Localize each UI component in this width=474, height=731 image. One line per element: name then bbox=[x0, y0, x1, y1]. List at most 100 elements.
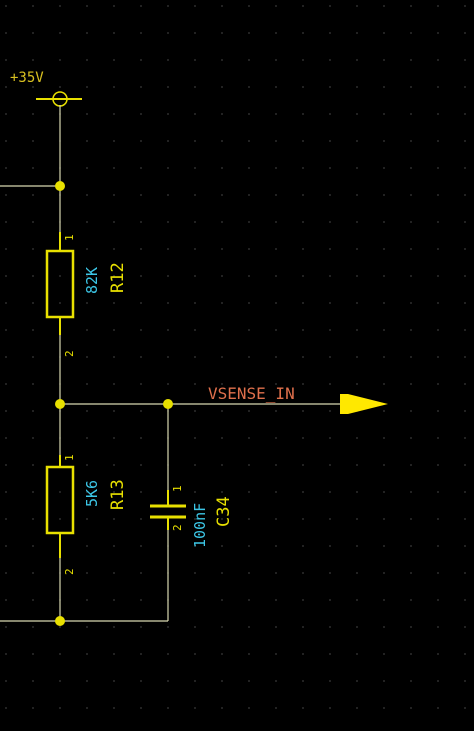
grid-dot bbox=[248, 437, 250, 439]
resistor-r12[interactable]: 1 2 82K R12 bbox=[45, 232, 128, 357]
grid-dot bbox=[248, 194, 250, 196]
grid-dot bbox=[329, 545, 331, 547]
grid-dot bbox=[113, 626, 115, 628]
grid-dot bbox=[329, 113, 331, 115]
grid-dot bbox=[464, 194, 466, 196]
grid-dot bbox=[410, 140, 412, 142]
grid-dot bbox=[194, 248, 196, 250]
grid-dot bbox=[275, 653, 277, 655]
grid-dot bbox=[32, 464, 34, 466]
net-vsense-in[interactable]: VSENSE_IN bbox=[208, 384, 388, 414]
grid-dot bbox=[86, 356, 88, 358]
grid-dot bbox=[113, 518, 115, 520]
grid-dot bbox=[167, 680, 169, 682]
grid-dot bbox=[356, 572, 358, 574]
grid-dot bbox=[59, 5, 61, 7]
grid-dot bbox=[140, 275, 142, 277]
grid-dot bbox=[113, 491, 115, 493]
grid-dot bbox=[167, 653, 169, 655]
grid-dot bbox=[167, 167, 169, 169]
grid-dot bbox=[275, 32, 277, 34]
grid-dot bbox=[32, 491, 34, 493]
grid-dot bbox=[86, 680, 88, 682]
grid-dot bbox=[5, 167, 7, 169]
grid-dot bbox=[302, 167, 304, 169]
grid-dot bbox=[194, 86, 196, 88]
grid-dot bbox=[410, 86, 412, 88]
grid-dot bbox=[32, 680, 34, 682]
grid-dot bbox=[5, 329, 7, 331]
grid-dot bbox=[356, 437, 358, 439]
grid-dot bbox=[5, 437, 7, 439]
grid-dot bbox=[140, 491, 142, 493]
resistor-r13[interactable]: 1 2 5K6 R13 bbox=[45, 454, 128, 575]
grid-dot bbox=[5, 302, 7, 304]
grid-dot bbox=[86, 113, 88, 115]
grid-dot bbox=[383, 680, 385, 682]
capacitor-c34[interactable]: 1 2 100nF C34 bbox=[150, 485, 234, 548]
grid-dot bbox=[275, 491, 277, 493]
grid-dot bbox=[437, 302, 439, 304]
grid-dot bbox=[32, 32, 34, 34]
grid-dot bbox=[86, 221, 88, 223]
grid-dot bbox=[32, 383, 34, 385]
grid-dot bbox=[275, 464, 277, 466]
grid-dot bbox=[32, 248, 34, 250]
grid-dot bbox=[167, 5, 169, 7]
grid-dot bbox=[410, 356, 412, 358]
grid-dot bbox=[86, 383, 88, 385]
grid-dot bbox=[464, 464, 466, 466]
grid-dot bbox=[464, 518, 466, 520]
grid-dot bbox=[221, 329, 223, 331]
r12-pin1: 1 bbox=[63, 234, 76, 241]
grid-dot bbox=[410, 491, 412, 493]
grid-dot bbox=[113, 356, 115, 358]
grid-dot bbox=[356, 86, 358, 88]
grid-dot bbox=[140, 545, 142, 547]
grid-dot bbox=[194, 32, 196, 34]
grid-dot bbox=[86, 275, 88, 277]
grid-dot bbox=[410, 545, 412, 547]
r12-pin2: 2 bbox=[63, 350, 76, 357]
grid-dot bbox=[194, 572, 196, 574]
grid-dot bbox=[113, 5, 115, 7]
junction-dot bbox=[55, 616, 65, 626]
grid-dot bbox=[464, 113, 466, 115]
grid-dot bbox=[5, 248, 7, 250]
grid-dot bbox=[383, 113, 385, 115]
grid-dot bbox=[221, 410, 223, 412]
grid-dot bbox=[437, 221, 439, 223]
grid-dot bbox=[167, 113, 169, 115]
grid-dot bbox=[32, 86, 34, 88]
grid-dot bbox=[464, 329, 466, 331]
grid-dot bbox=[248, 545, 250, 547]
grid-dot bbox=[356, 707, 358, 709]
grid-dot bbox=[167, 140, 169, 142]
grid-dot bbox=[275, 545, 277, 547]
grid-dot bbox=[140, 464, 142, 466]
grid-dot bbox=[167, 356, 169, 358]
grid-dot bbox=[356, 248, 358, 250]
grid-dot bbox=[302, 680, 304, 682]
grid-dot bbox=[275, 275, 277, 277]
grid-dot bbox=[86, 248, 88, 250]
power-symbol-35v[interactable]: +35V bbox=[10, 70, 82, 107]
r13-value: 5K6 bbox=[83, 480, 101, 507]
grid-dot bbox=[383, 707, 385, 709]
grid-dot bbox=[32, 626, 34, 628]
grid-dot bbox=[383, 59, 385, 61]
grid-dot bbox=[5, 518, 7, 520]
grid-dot bbox=[221, 356, 223, 358]
grid-dot bbox=[113, 410, 115, 412]
grid-dot bbox=[32, 410, 34, 412]
grid-dot bbox=[464, 86, 466, 88]
grid-dot bbox=[302, 248, 304, 250]
grid-dot bbox=[464, 599, 466, 601]
grid-dot bbox=[167, 248, 169, 250]
grid-dot bbox=[221, 383, 223, 385]
grid-dot bbox=[464, 410, 466, 412]
grid-dot bbox=[383, 5, 385, 7]
grid-dot bbox=[383, 491, 385, 493]
grid-dot bbox=[221, 437, 223, 439]
grid-dot bbox=[86, 572, 88, 574]
